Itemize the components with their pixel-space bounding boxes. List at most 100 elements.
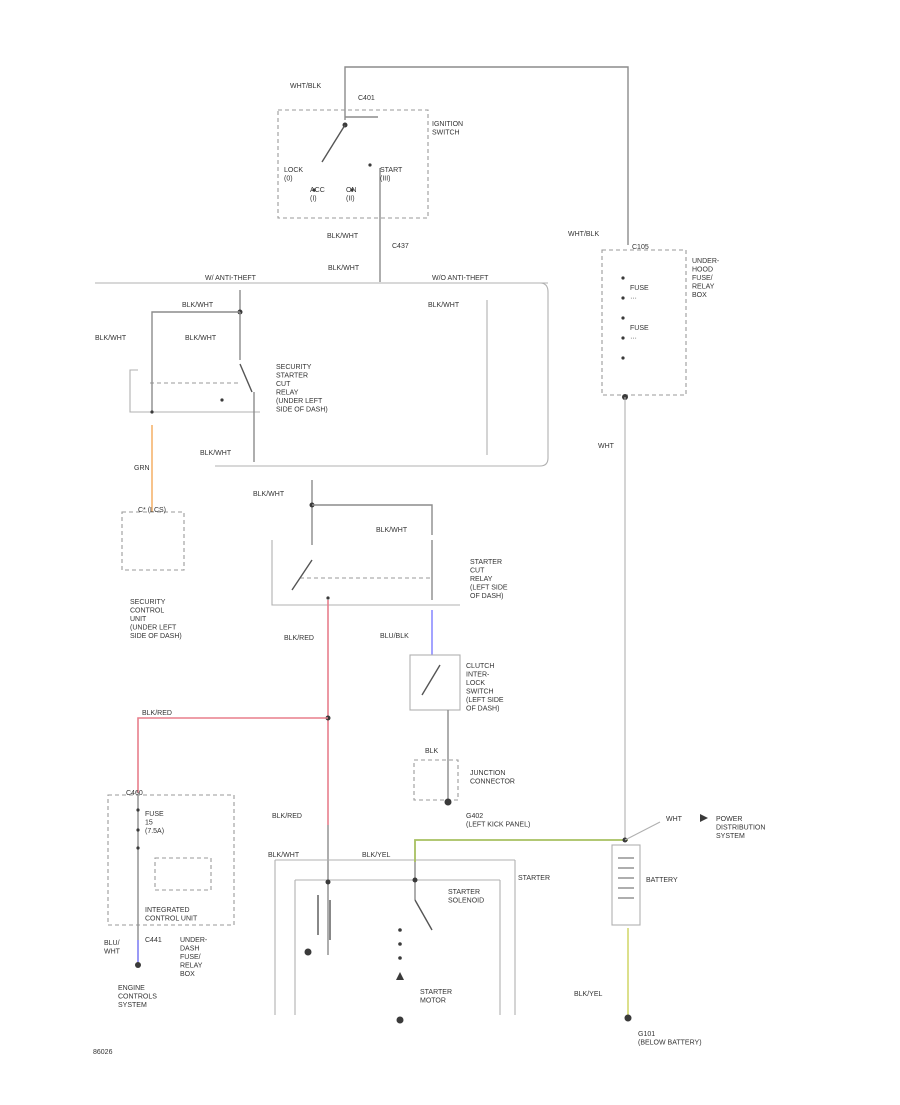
starter-s-node: [325, 879, 331, 885]
label-c437: C437: [392, 243, 409, 250]
label-c401: C401: [358, 95, 375, 102]
label-c-lcs-line: C* (LCS): [138, 507, 166, 514]
label-blk-small: BLK: [425, 748, 439, 755]
security-relay-outline: [129, 369, 260, 413]
label-start-line: START: [380, 167, 403, 174]
wire-blk-yel-battery: [414, 839, 628, 862]
label-grn-line: GRN: [134, 465, 150, 472]
label-wht-power: WHT: [666, 816, 683, 823]
under-dash-fuse-box: [107, 794, 235, 926]
label-security-relay-line: SECURITY: [276, 364, 312, 371]
label-ecm-line: CONTROL UNIT: [145, 916, 198, 923]
security-relay-node-b: [220, 398, 224, 402]
label-fuse-15-line: FUSE: [145, 811, 164, 818]
label-g402: G402(LEFT KICK PANEL): [466, 813, 530, 829]
label-g101: G101(BELOW BATTERY): [638, 1031, 702, 1047]
fuse-a-bottom: [621, 296, 625, 300]
junction-connector-box: [413, 759, 459, 801]
label-acc-line: (I): [310, 196, 317, 203]
label-blk-wht-1-line: BLK/WHT: [327, 233, 359, 240]
label-wht-blk-top: WHT/BLK: [290, 83, 321, 90]
label-wht-power-line: WHT: [666, 816, 683, 823]
label-on-line: (II): [346, 196, 355, 203]
label-security-unit-line: UNIT: [130, 616, 147, 623]
label-blk-yel-2-line: BLK/YEL: [574, 991, 603, 998]
label-engine-controls-line: ENGINE: [118, 985, 145, 992]
label-lock: LOCK(0): [284, 167, 303, 183]
label-starter-motor-line: MOTOR: [420, 998, 446, 1005]
label-c-lcs: C* (LCS): [138, 507, 166, 514]
label-engine-controls-line: CONTROLS: [118, 994, 157, 1001]
label-fuse-a: FUSE…: [630, 285, 649, 301]
label-security-relay-line: STARTER: [276, 373, 308, 380]
label-start-line: (III): [380, 176, 391, 183]
label-wht-bottom-right-line: WHT: [598, 443, 615, 450]
starter-b-node: [412, 877, 418, 883]
label-under-dash-fuse-line: BOX: [180, 971, 195, 978]
ecm-box: [154, 857, 212, 891]
security-relay-switch: [239, 363, 253, 393]
label-ecm: INTEGRATED CONTROL UNIT: [145, 907, 198, 923]
label-security-relay-line: SIDE OF DASH): [276, 407, 328, 414]
label-blk-red-1-line: BLK/RED: [284, 635, 314, 642]
label-engine-controls-line: SYSTEM: [118, 1002, 147, 1009]
label-c401-line: C401: [358, 95, 375, 102]
label-blk-wht-8: BLK/WHT: [253, 491, 285, 498]
label-security-unit-line: (UNDER LEFT: [130, 625, 177, 632]
starter-solenoid-switch: [414, 899, 433, 931]
wire-wht-power: [624, 821, 661, 841]
label-blk-yel-1-line: BLK/YEL: [362, 852, 391, 859]
label-battery-line: BATTERY: [646, 877, 678, 884]
label-starter-cut-relay-line: (LEFT SIDE: [470, 585, 508, 592]
label-security-unit-line: CONTROL: [130, 608, 164, 615]
label-blk-red-3: BLK/RED: [272, 813, 302, 820]
fuse-15-node-b: [136, 828, 140, 832]
label-blk-small-line: BLK: [425, 748, 439, 755]
label-blk-wht-7: BLK/WHT: [200, 450, 232, 457]
engine-controls-node: [135, 962, 141, 968]
label-starter: STARTER: [518, 875, 550, 882]
label-junction-connector-line: JUNCTION: [470, 770, 505, 777]
label-blk-wht-10-line: BLK/WHT: [268, 852, 300, 859]
fuse-b-bottom: [621, 336, 625, 340]
label-wht-bottom-right: WHT: [598, 443, 615, 450]
label-g402-line: (LEFT KICK PANEL): [466, 822, 530, 829]
label-blk-red-2-line: BLK/RED: [142, 710, 172, 717]
label-clutch-switch-line: OF DASH): [466, 706, 499, 713]
label-blu-wht: BLU/WHT: [104, 940, 121, 956]
starter-cut-relay-outline: [271, 540, 460, 606]
label-fuse-a-line: …: [630, 294, 637, 301]
label-security-relay-line: RELAY: [276, 390, 299, 397]
label-under-dash-fuse-line: RELAY: [180, 963, 203, 970]
battery-box: [611, 844, 641, 926]
starter-contact-2: [398, 942, 402, 946]
label-security-relay-line: CUT: [276, 381, 291, 388]
ignition-switch-box: [277, 109, 429, 219]
wire-top-loop: [344, 66, 629, 245]
label-bus-left: W/ ANTI-THEFT: [205, 275, 257, 282]
label-bus-right-line: W/O ANTI-THEFT: [432, 275, 489, 282]
wire-starter-cut-coil: [312, 504, 433, 535]
label-starter-cut-relay-line: CUT: [470, 568, 485, 575]
g402-ground: [444, 798, 452, 806]
ignition-contact-on: [350, 188, 354, 192]
starter-motor-arrow: [396, 972, 404, 980]
label-under-hood-fuse-line: FUSE/: [692, 275, 713, 282]
ignition-contact-acc: [312, 188, 316, 192]
label-on-line: ON: [346, 187, 357, 194]
label-ecm-line: INTEGRATED: [145, 907, 190, 914]
label-starter-cut-relay-line: OF DASH): [470, 593, 503, 600]
label-blk-wht-9-line: BLK/WHT: [376, 527, 408, 534]
label-blk-wht-1: BLK/WHT: [327, 233, 359, 240]
starter-ground: [304, 948, 312, 956]
label-ignition-switch-line: IGNITION: [432, 121, 463, 128]
label-clutch-switch-line: CLUTCH: [466, 663, 494, 670]
